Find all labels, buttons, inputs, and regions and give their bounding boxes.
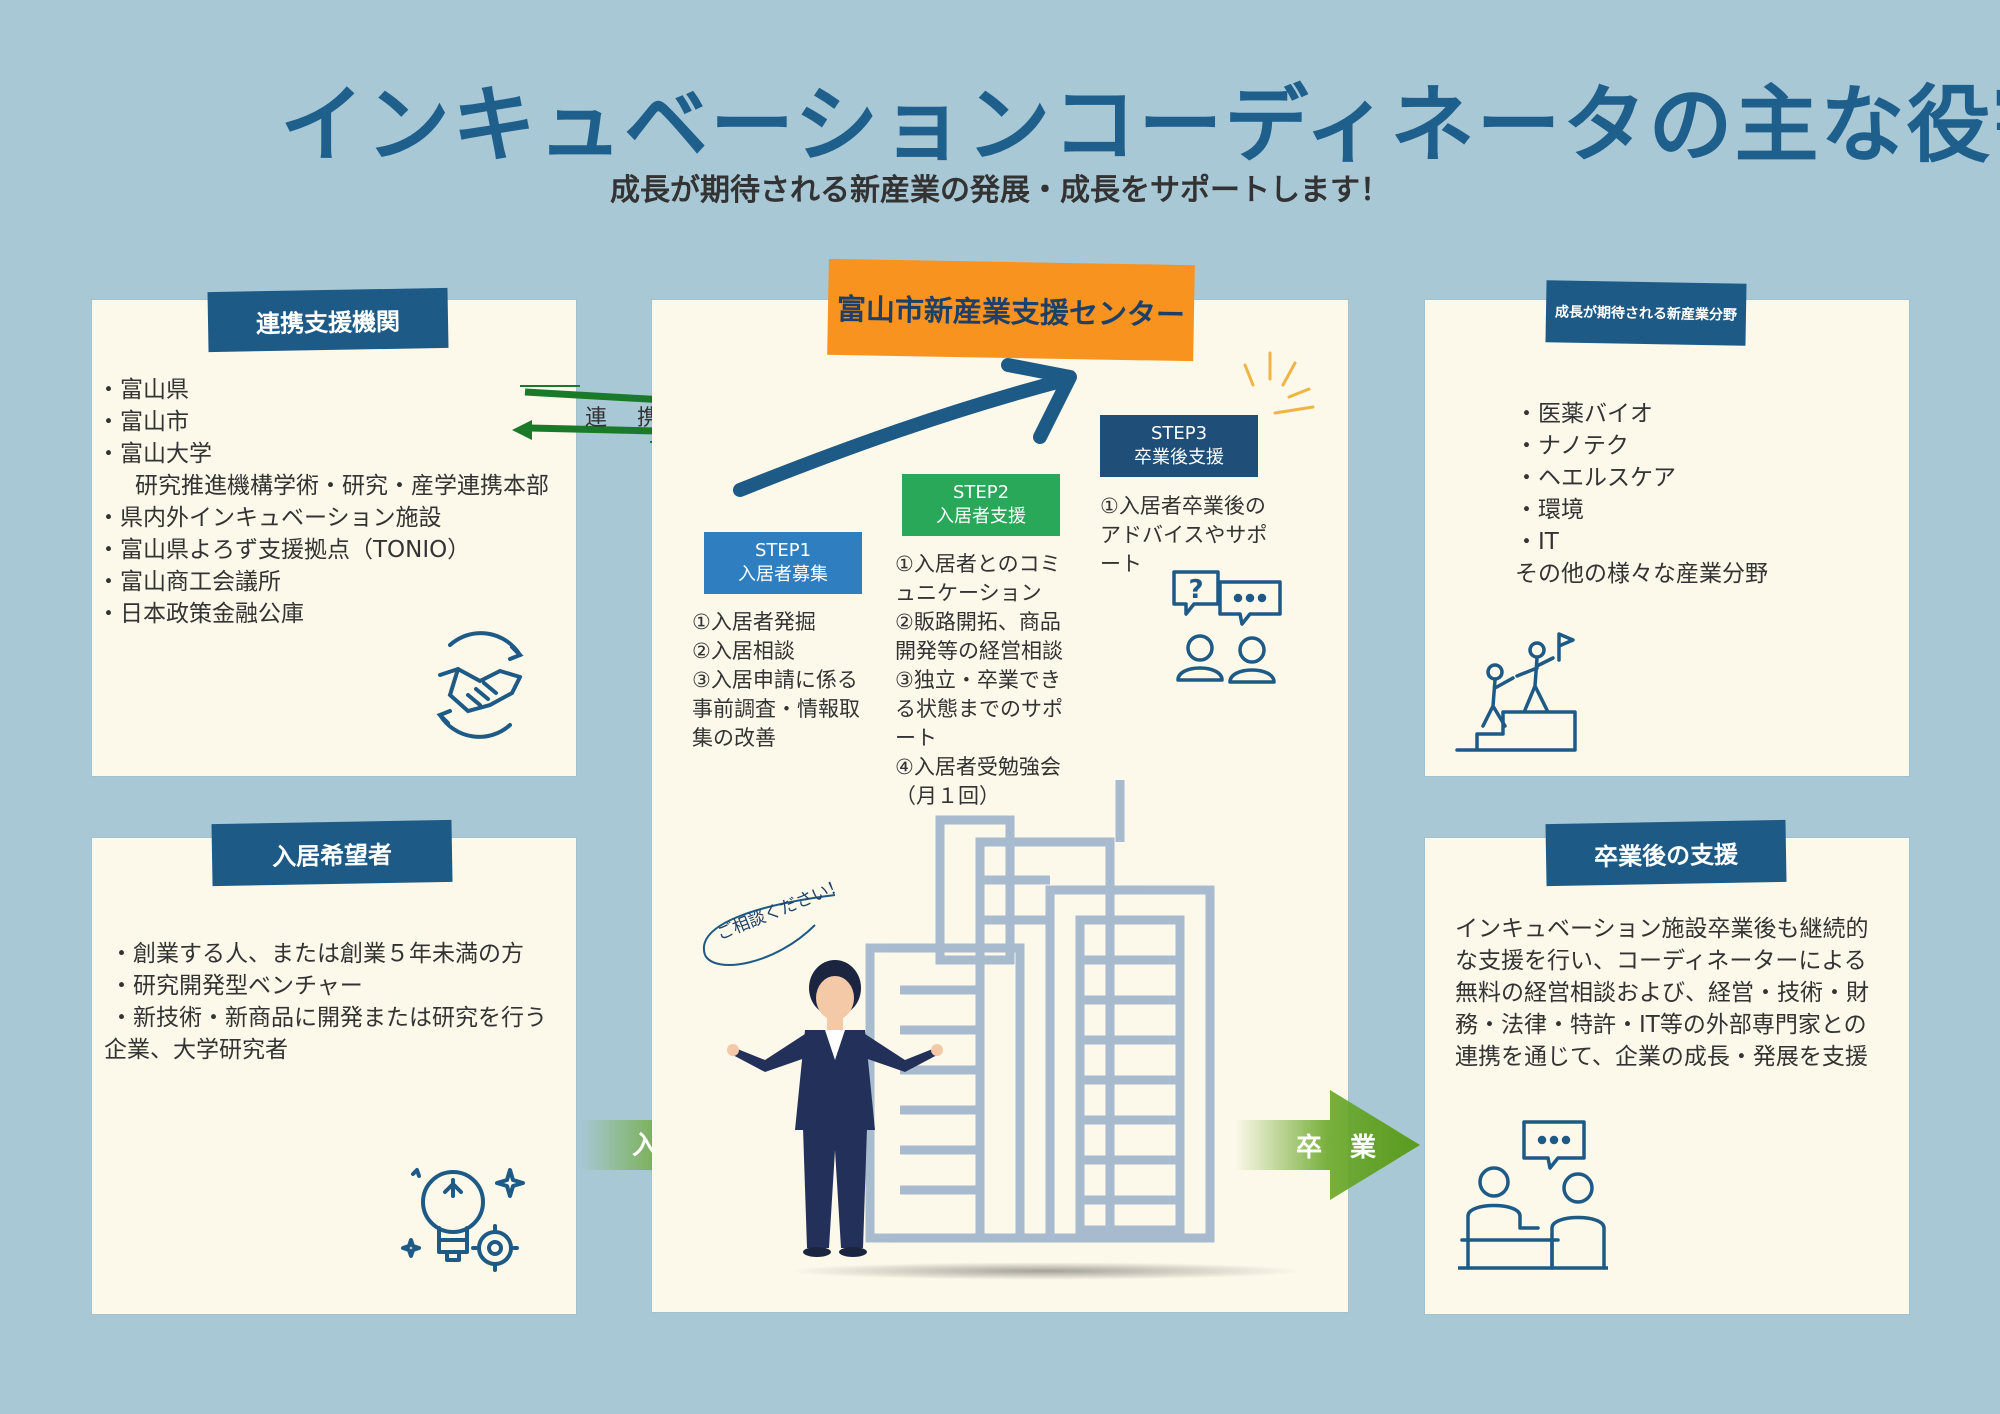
applicants-panel — [92, 838, 576, 1314]
list-item: ・富山大学 — [97, 441, 212, 467]
list-item: ート — [895, 726, 937, 750]
fields-label: 成長が期待される新産業分野 — [1545, 280, 1747, 346]
fields-panel — [1425, 300, 1909, 776]
list-item: 集の改善 — [692, 726, 776, 750]
step3-name: 卒業後支援 — [1134, 447, 1224, 468]
list-item: ③独立・卒業でき — [895, 668, 1061, 692]
list-item: ・富山県よろず支援拠点（TONIO） — [97, 537, 471, 563]
text-line: な支援を行い、コーディネーターによる — [1455, 948, 1867, 974]
list-item: ③入居申請に係る — [692, 668, 858, 692]
list-item: 開発等の経営相談 — [895, 639, 1063, 663]
partners-label: 連携支援機関 — [207, 287, 449, 353]
sparkle-icon — [1243, 351, 1315, 415]
fields-list: ・医薬バイオ ・ナノテク ・ヘエルスケア ・環境 ・IT その他の様々な産業分野 — [1515, 398, 1768, 590]
link-label: 連 携 — [585, 406, 664, 431]
list-item: ・創業する人、または創業５年未満の方 — [110, 941, 524, 967]
step2-label: STEP2 — [952, 482, 1010, 503]
step1-label: STEP1 — [754, 540, 812, 561]
climbing-team-icon — [1455, 632, 1577, 752]
list-item: ②入居相談 — [692, 639, 795, 663]
list-item: ・富山市 — [97, 409, 189, 435]
list-item: ・医薬バイオ — [1515, 401, 1653, 427]
step3-label: STEP3 — [1150, 423, 1208, 444]
after-label: 卒業後の支援 — [1545, 819, 1787, 887]
page-title: インキュベーションコーディネータの主な役割 — [280, 76, 2000, 174]
coordinator-figure — [727, 960, 943, 1257]
building-illustration — [865, 780, 1215, 1243]
partners-list: ・富山県 ・富山市 ・富山大学 研究推進機構学術・研究・産学連携本部 ・県内外イ… — [97, 374, 549, 630]
after-panel — [1425, 838, 1909, 1314]
partners-panel — [92, 300, 576, 776]
list-item: ①入居者とのコミ — [895, 552, 1061, 576]
list-item: ・環境 — [1515, 497, 1584, 523]
list-item: ①入居者卒業後の — [1100, 494, 1266, 518]
page-subtitle: 成長が期待される新産業の発展・成長をサポートします！ — [610, 173, 1390, 208]
text-line: 務・法律・特許・IT等の外部専門家との — [1455, 1012, 1867, 1038]
applicants-label: 入居希望者 — [211, 819, 453, 887]
list-item: ・日本政策金融公庫 — [97, 601, 304, 627]
list-item: ・県内外インキュベーション施設 — [97, 505, 442, 531]
list-item: ②販路開拓、商品 — [895, 610, 1061, 634]
list-item: その他の様々な産業分野 — [1515, 561, 1768, 587]
list-item: ュニケーション — [895, 581, 1042, 605]
text-line: 無料の経営相談および、経営・技術・財 — [1455, 980, 1869, 1006]
list-item: 研究推進機構学術・研究・産学連携本部 — [112, 473, 549, 499]
list-item: ①入居者発掘 — [692, 610, 816, 634]
handshake-icon — [436, 631, 524, 739]
graduate-label: 卒業 — [1296, 1133, 1405, 1163]
list-item: ート — [1100, 552, 1142, 576]
consultation-icon: ? — [1172, 570, 1282, 684]
speech-bubble — [702, 894, 836, 966]
applicants-list: ・創業する人、または創業５年未満の方 ・研究開発型ベンチャー ・新技術・新商品に… — [104, 938, 547, 1066]
list-item: 事前調査・情報取 — [692, 697, 860, 721]
list-item: ・富山商工会議所 — [97, 569, 281, 595]
graduate-arrow — [1235, 1090, 1420, 1200]
step3-box: STEP3 卒業後支援 — [1100, 415, 1258, 477]
list-item: アドバイスやサポ — [1100, 523, 1268, 547]
growth-arrow — [733, 358, 1077, 497]
text-line: 連携を通じて、企業の成長・発展を支援 — [1455, 1044, 1868, 1070]
step2-name: 入居者支援 — [936, 506, 1026, 527]
question-mark-glyph: ? — [1188, 575, 1203, 605]
list-item: ・ナノテク — [1515, 433, 1629, 459]
list-item: ・研究開発型ベンチャー — [110, 973, 363, 999]
step1-box: STEP1 入居者募集 — [704, 532, 862, 594]
list-item: ・富山県 — [97, 377, 189, 403]
list-item: ・ヘエルスケア — [1515, 465, 1676, 491]
center-title: 富山市新産業支援センター — [827, 258, 1195, 362]
step2-box: STEP2 入居者支援 — [902, 474, 1060, 536]
list-item: ・新技術・新商品に開発または研究を行う — [110, 1005, 547, 1031]
after-text: インキュベーション施設卒業後も継続的 な支援を行い、コーディネーターによる 無料… — [1455, 913, 1869, 1073]
list-item: 企業、大学研究者 — [104, 1037, 288, 1063]
list-item: る状態までのサポ — [895, 697, 1063, 721]
step1-list: ①入居者発掘 ②入居相談 ③入居申請に係る 事前調査・情報取 集の改善 — [692, 608, 860, 753]
meeting-icon — [1458, 1120, 1608, 1270]
step1-name: 入居者募集 — [738, 564, 828, 585]
lightbulb-gear-icon — [401, 1168, 525, 1272]
list-item: （月１回） — [895, 784, 1000, 808]
step2-list: ①入居者とのコミ ュニケーション ②販路開拓、商品 開発等の経営相談 ③独立・卒… — [895, 550, 1063, 811]
list-item: ④入居者受勉強会 — [895, 755, 1061, 779]
text-line: インキュベーション施設卒業後も継続的 — [1455, 916, 1869, 942]
list-item: ・IT — [1515, 529, 1559, 555]
floor-shadow — [785, 1262, 1305, 1280]
step3-list: ①入居者卒業後の アドバイスやサポ ート — [1100, 492, 1267, 579]
